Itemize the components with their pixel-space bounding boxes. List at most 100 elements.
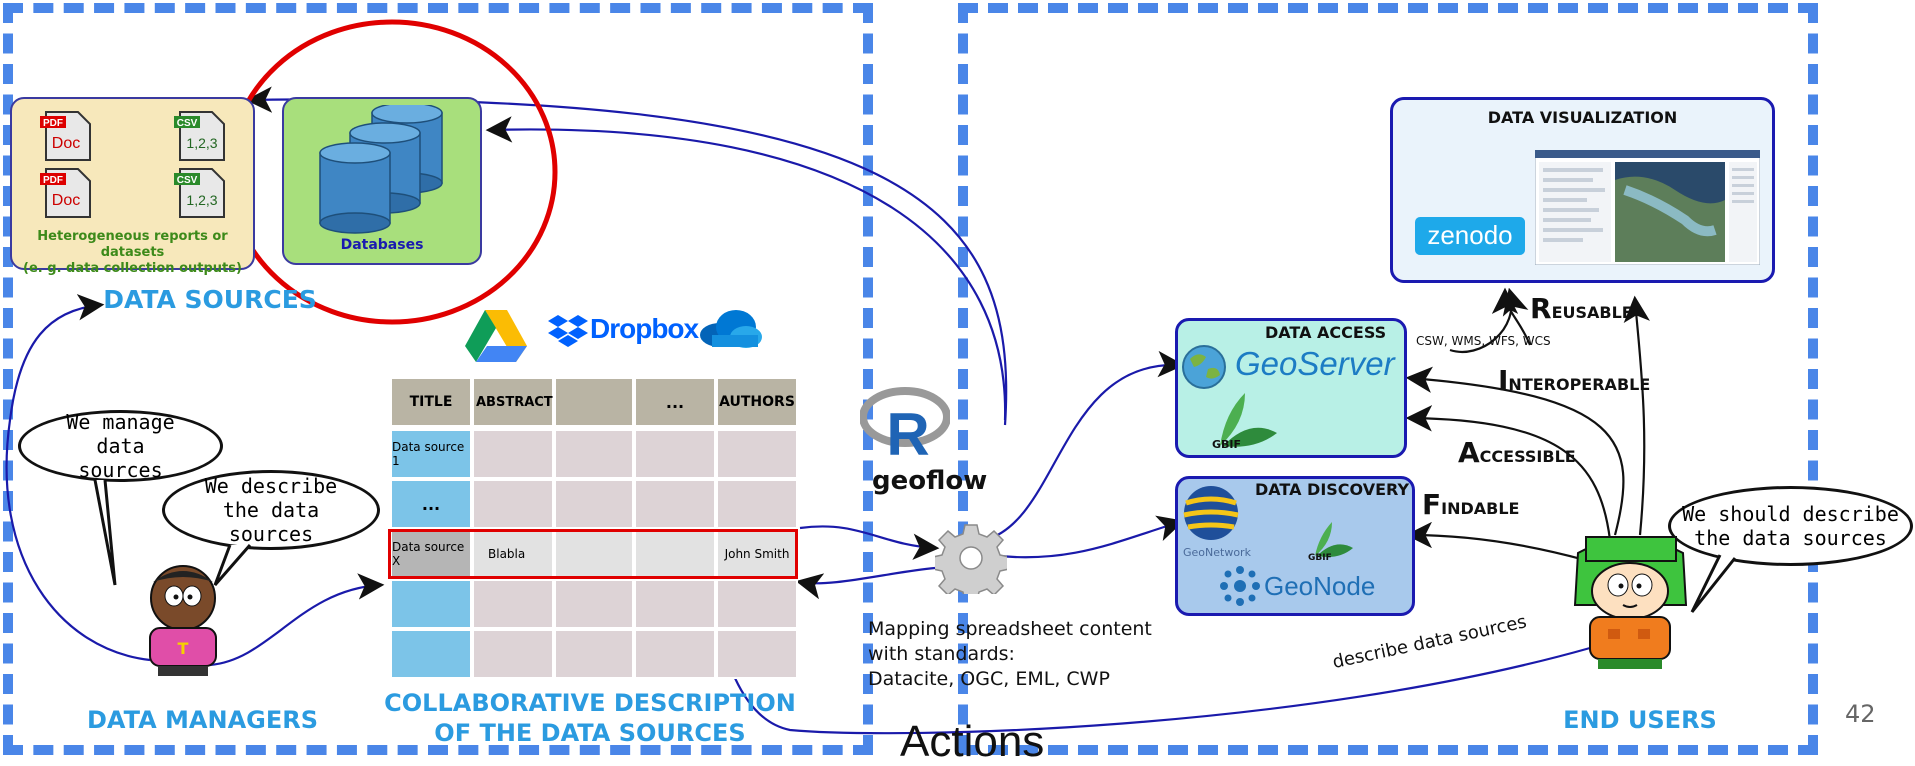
google-drive-icon (465, 310, 527, 362)
data-sources-title: DATA SOURCES (103, 285, 317, 314)
table-cell[interactable] (554, 429, 634, 479)
gbif-label: GBIF (1212, 438, 1242, 451)
fair-a-cap: A (1458, 436, 1480, 469)
bubble-describe-text: We describe the data sources (204, 474, 338, 546)
dropbox-wordmark: Dropbox (590, 313, 699, 344)
table-cell[interactable] (554, 579, 634, 629)
metadata-spreadsheet: TITLE ABSTRACT ... AUTHORS Data source 1… (388, 377, 798, 679)
fair-i-cap: I (1498, 364, 1509, 397)
table-cell[interactable] (390, 579, 472, 629)
fair-reusable: REUSABLE (1530, 292, 1633, 325)
svg-text:R: R (886, 401, 929, 460)
table-cell[interactable] (716, 629, 798, 679)
end-user-character (1573, 536, 1688, 669)
database-icon (319, 105, 443, 234)
fair-f-rest: INDABLE (1441, 499, 1520, 518)
svg-text:Doc: Doc (52, 192, 80, 209)
fair-a-rest: CCESSIBLE (1479, 447, 1576, 466)
table-cell[interactable] (472, 629, 554, 679)
table-cell[interactable] (634, 429, 716, 479)
discovery-gbif-label: GBIF (1308, 553, 1332, 563)
svg-text:PDF: PDF (43, 175, 63, 186)
data-managers-title: DATA MANAGERS (86, 706, 319, 734)
heterogeneous-label-line2: (e. g. data collection outputs) (23, 261, 242, 276)
geonode-wordmark: GeoNode (1264, 571, 1376, 601)
table-cell[interactable] (390, 629, 472, 679)
page-number: 42 (1845, 700, 1876, 728)
map-viewer-screenshot (1535, 150, 1760, 265)
table-cell[interactable] (716, 579, 798, 629)
mapping-line2: with standards: (868, 643, 1015, 665)
bubble-should-describe-text: We should describe the data sources (1682, 502, 1899, 550)
table-cell[interactable] (716, 429, 798, 479)
fair-r-cap: R (1530, 292, 1552, 325)
onedrive-icon (700, 310, 762, 348)
bubble-tail-right (1690, 554, 1737, 613)
table-cell[interactable] (472, 429, 554, 479)
heterogeneous-label: Heterogeneous reports or datasets (e. g.… (10, 229, 255, 277)
svg-text:CSV: CSV (177, 175, 198, 186)
table-header: ABSTRACT (472, 377, 554, 427)
fair-r-rest: EUSABLE (1551, 303, 1633, 322)
zenodo-logo: zenodo (1415, 217, 1525, 255)
svg-text:Doc: Doc (52, 135, 80, 152)
svg-text:T: T (178, 639, 189, 658)
geonetwork-label: GeoNetwork (1183, 546, 1251, 559)
geoserver-wordmark: GeoServer (1235, 345, 1395, 382)
data-access-title: DATA ACCESS (1265, 323, 1387, 342)
fair-findable: FINDABLE (1422, 488, 1519, 521)
gbif-leaf-icon (1220, 393, 1277, 447)
table-cell[interactable] (716, 479, 798, 529)
pdf-doc-icon: PDF Doc (40, 111, 91, 161)
r-logo-icon: R (860, 387, 950, 460)
table-cell[interactable]: Data source 1 (390, 429, 472, 479)
mapping-description: Mapping spreadsheet content with standar… (868, 617, 1152, 692)
mapping-line1: Mapping spreadsheet content (868, 618, 1152, 640)
heterogeneous-label-line1: Heterogeneous reports or datasets (37, 229, 228, 260)
fair-f-cap: F (1422, 488, 1442, 521)
geonetwork-globe-icon (1183, 486, 1239, 540)
bubble-should-describe: We should describe the data sources (1668, 486, 1913, 566)
table-cell[interactable] (554, 629, 634, 679)
bubble-manage: We manage data sources (18, 410, 223, 482)
pdf-doc-icon: PDF Doc (40, 168, 91, 218)
databases-label: Databases (340, 237, 424, 253)
geoserver-globe-icon (1182, 345, 1226, 389)
end-users-title: END USERS (1563, 706, 1717, 734)
geoflow-label: geoflow (872, 466, 988, 496)
table-cell[interactable] (634, 479, 716, 529)
table-cell[interactable]: ... (390, 479, 472, 529)
table-header: TITLE (390, 377, 472, 427)
bubble-describe: We describe the data sources (162, 470, 380, 550)
gbif-leaf-icon (1315, 522, 1353, 557)
fair-interoperable: INTEROPERABLE (1498, 364, 1650, 397)
gear-icon (935, 524, 1007, 594)
ogc-protocols-label: CSW, WMS, WFS, WCS (1416, 334, 1551, 348)
table-cell[interactable] (634, 629, 716, 679)
table-header: AUTHORS (716, 377, 798, 427)
data-visualization-title: DATA VISUALIZATION (1487, 108, 1678, 127)
collaborative-description-title: COLLABORATIVE DESCRIPTION OF THE DATA SO… (360, 688, 820, 748)
table-cell[interactable] (634, 579, 716, 629)
collaborative-line2: OF THE DATA SOURCES (434, 719, 746, 747)
bubble-tails-left (93, 479, 252, 586)
mapping-line3: Datacite, OGC, EML, CWP (868, 668, 1110, 690)
left-frame (3, 3, 873, 755)
svg-text:1,2,3: 1,2,3 (186, 192, 217, 208)
right-frame (958, 3, 1818, 755)
data-manager-character: T (149, 565, 217, 676)
table-cell[interactable] (472, 579, 554, 629)
row-highlight (388, 529, 798, 579)
fair-i-rest: NTEROPERABLE (1508, 375, 1651, 394)
svg-text:1,2,3: 1,2,3 (186, 135, 217, 151)
table-cell[interactable] (554, 479, 634, 529)
table-header: ... (634, 377, 716, 427)
data-access-box (1175, 318, 1407, 458)
table-cell[interactable] (472, 479, 554, 529)
geonode-icon (1220, 566, 1260, 606)
actions-label: Actions (900, 717, 1045, 766)
fair-accessible: ACCESSIBLE (1458, 436, 1576, 469)
csv-file-icon: CSV 1,2,3 (174, 168, 225, 218)
dropbox-icon (548, 315, 588, 347)
